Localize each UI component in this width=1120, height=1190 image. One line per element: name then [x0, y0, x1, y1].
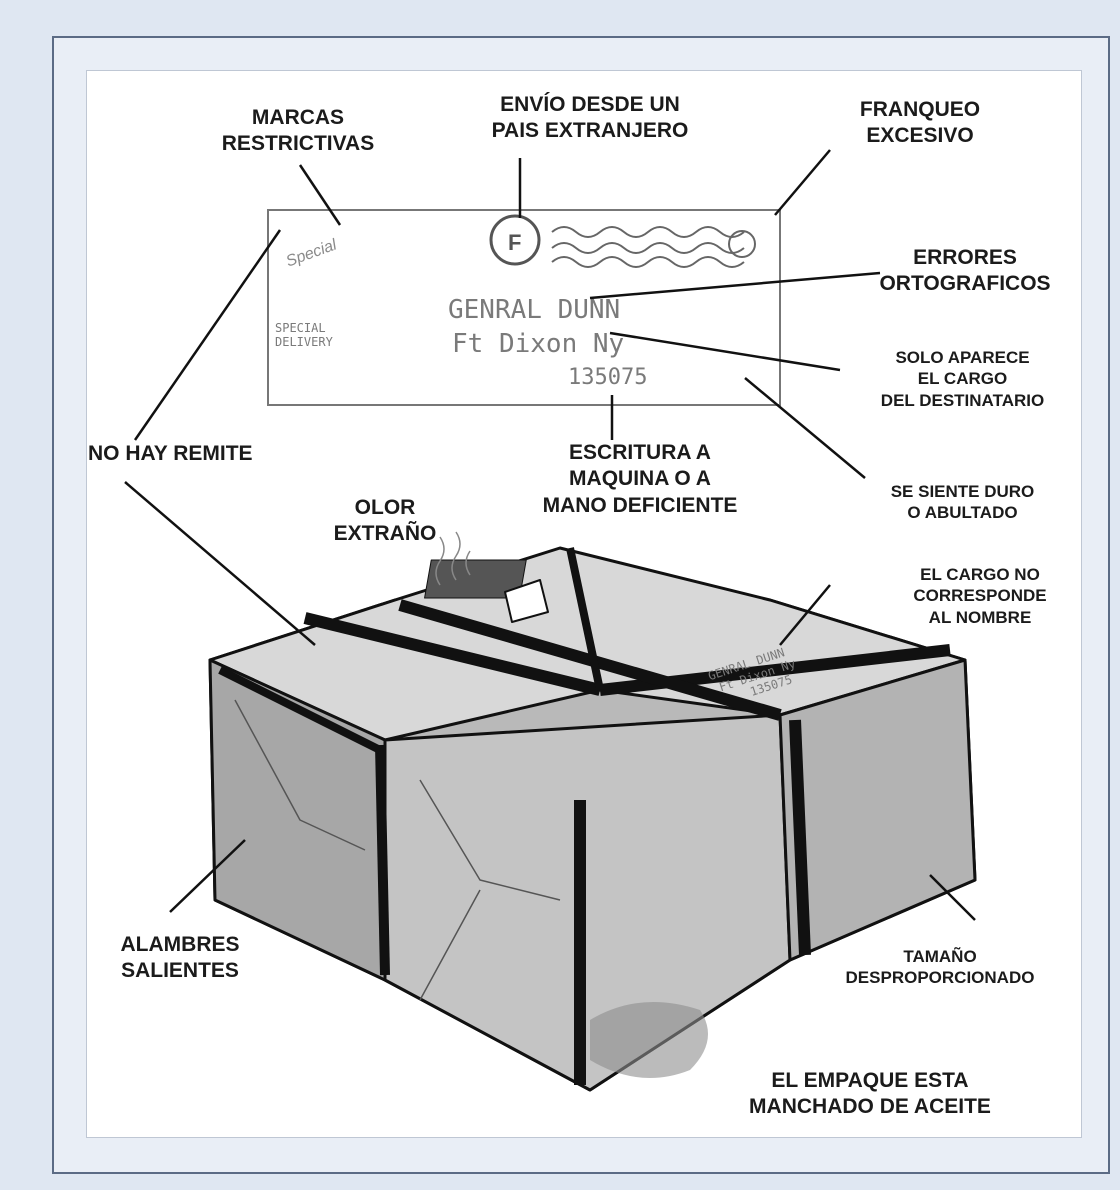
label-envio-pais-extranjero: ENVÍO DESDE UN PAIS EXTRANJERO [491, 93, 689, 143]
odor-wisps [435, 531, 471, 586]
package-stamp [424, 559, 527, 599]
oil-stain [590, 1002, 708, 1078]
foreign-postmark-icon [489, 214, 541, 266]
envelope-address-3: 135075 [568, 365, 647, 390]
envelope: F Special SPECIAL DELIVERY GENRAL DUNN F… [267, 209, 781, 406]
envelope-address-1: GENRAL DUNN [448, 295, 620, 325]
label-cargo-no-corresponde: EL CARGO NO CORRESPONDE AL NOMBRE [913, 565, 1047, 627]
label-escritura-deficiente: ESCRITURA A MAQUINA O A MANO DEFICIENTE [542, 441, 738, 517]
label-solo-aparece-cargo: SOLO APARECE EL CARGO DEL DESTINATARIO [880, 348, 1045, 410]
label-tamano-desproporcionado: TAMAÑO DESPROPORCIONADO [845, 947, 1035, 988]
label-errores-ortograficos: ERRORES ORTOGRAFICOS [879, 246, 1051, 296]
label-alambres-salientes: ALAMBRES SALIENTES [120, 933, 240, 983]
label-marcas-restrictivas: MARCAS RESTRICTIVAS [221, 106, 375, 156]
envelope-address-2: Ft Dixon Ny [452, 329, 624, 359]
svg-text:F: F [508, 230, 521, 255]
special-delivery-line2: DELIVERY [275, 335, 334, 349]
label-olor-extrano: OLOR EXTRAÑO [333, 496, 437, 546]
label-no-hay-remite: NO HAY REMITE [88, 442, 253, 465]
excess-stamps [551, 226, 756, 268]
label-empaque-manchado: EL EMPAQUE ESTA MANCHADO DE ACEITE [749, 1069, 991, 1119]
label-franqueo-excesivo: FRANQUEO EXCESIVO [859, 98, 981, 148]
package: GENRAL DUNN Ft Dixon Ny 135075 [208, 531, 977, 1092]
package-tag [504, 579, 549, 623]
leader-lines [124, 149, 976, 921]
special-delivery-line1: SPECIAL [275, 321, 326, 335]
label-se-siente-duro: SE SIENTE DURO O ABULTADO [890, 482, 1035, 523]
